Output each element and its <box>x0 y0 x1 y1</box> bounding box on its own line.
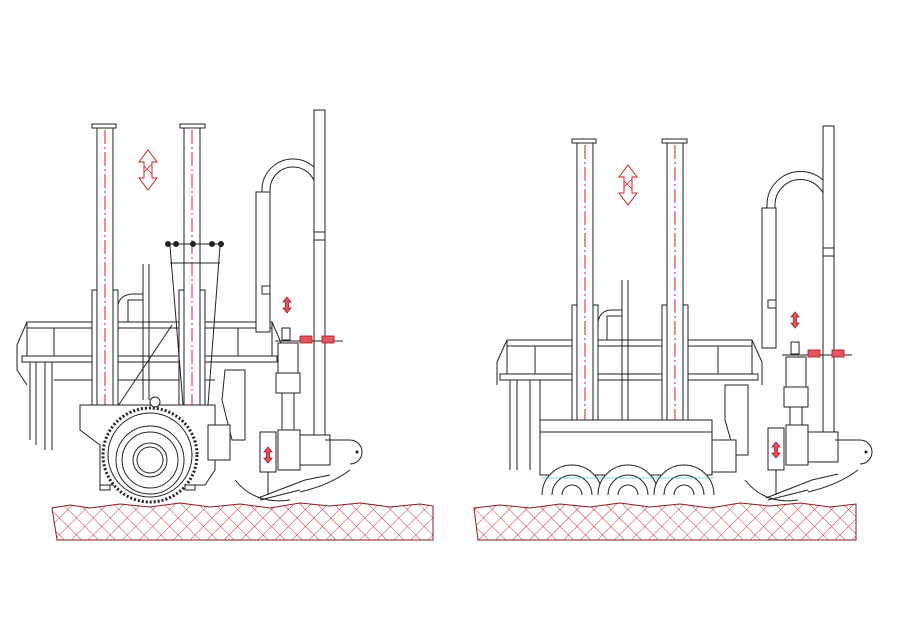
clamp-bar <box>221 327 343 441</box>
lift-column-4 <box>661 138 689 435</box>
main-frame-right <box>496 339 763 470</box>
lift-column-3 <box>571 138 599 435</box>
drive-wheel-assembly <box>79 396 231 504</box>
lift-arrow-icon-right <box>618 164 638 206</box>
lift-column-1 <box>91 123 119 420</box>
suction-pipe <box>255 109 326 441</box>
machine-right <box>473 125 873 541</box>
ground-right <box>473 502 857 541</box>
suction-pipe-right <box>761 125 835 457</box>
wheel-1 <box>541 464 603 496</box>
lift-column-2 <box>178 123 206 420</box>
adjust-arrow-icon <box>282 296 292 314</box>
wheel-2 <box>597 464 659 496</box>
wheel-3 <box>653 464 715 496</box>
lift-arrow-icon <box>138 149 158 191</box>
ground-left <box>51 502 434 541</box>
adjust-arrow-icon-right <box>790 311 800 329</box>
center-post <box>597 280 629 420</box>
cutting-tool <box>234 429 363 502</box>
machine-left <box>16 109 434 541</box>
upper-bracket <box>111 241 224 416</box>
cutting-tool-right <box>744 424 873 502</box>
triple-wheel-assembly <box>539 419 737 496</box>
